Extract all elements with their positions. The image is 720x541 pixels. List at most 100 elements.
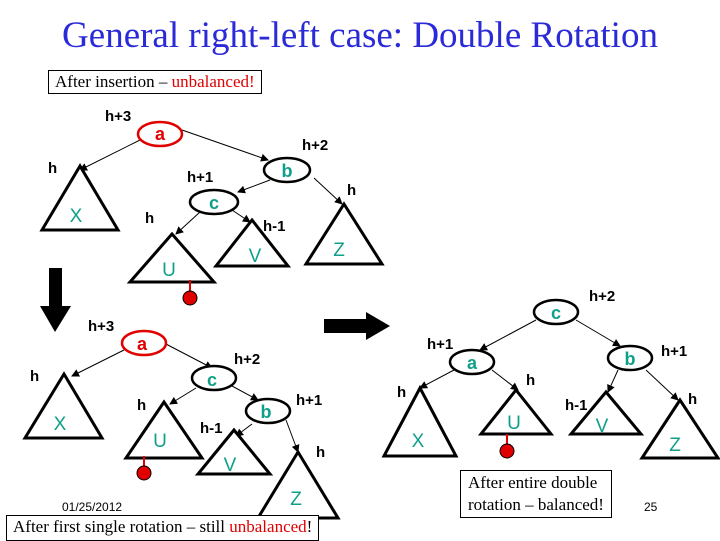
unbalanced-label: unbalanced: [229, 517, 307, 536]
height-label: h+3: [88, 318, 114, 335]
edge: [313, 177, 343, 205]
footer-date: 01/25/2012: [62, 500, 123, 514]
inserted-leaf: [499, 443, 515, 459]
height-label: h: [347, 182, 356, 199]
edge: [231, 385, 259, 401]
height-label: h+2: [302, 137, 328, 154]
subtree-label: X: [70, 206, 83, 227]
edge: [419, 369, 455, 389]
height-label: h: [145, 210, 154, 227]
slide-title: General right-left case: Double Rotation: [62, 15, 658, 56]
insertion-status-box: After insertion – unbalanced!: [48, 70, 262, 94]
height-label: h+1: [661, 343, 687, 360]
node-c: [532, 298, 580, 326]
subtree-label: U: [153, 431, 167, 452]
subtree-triangle: [123, 399, 205, 460]
subtree-label: V: [224, 455, 237, 476]
edge: [181, 129, 269, 162]
subtree-triangle: [126, 231, 218, 284]
edge: [575, 319, 621, 347]
height-label: h: [137, 397, 146, 414]
subtree-triangle: [212, 217, 292, 268]
height-label: h+1: [296, 392, 322, 409]
subtree-label: X: [54, 414, 67, 435]
subtree-triangle: [39, 163, 121, 232]
height-label: h: [688, 391, 697, 408]
subtree-triangle: [381, 384, 459, 458]
box-text: After insertion –: [55, 72, 172, 91]
subtree-label: Z: [290, 489, 302, 510]
height-label: h-1: [200, 420, 223, 437]
box-text: rotation – balanced!: [468, 495, 604, 514]
box-text: !: [306, 517, 313, 536]
height-label: h: [48, 160, 57, 177]
subtree-label: V: [596, 416, 609, 437]
height-label: h: [526, 372, 535, 389]
node-label: b: [625, 349, 636, 369]
height-label: h-1: [263, 218, 286, 235]
edge: [231, 209, 251, 223]
edge: [479, 319, 537, 351]
tree-after-first-rotation: a c b h+3 h+2 h+1 h h h-1 h X U V Z: [22, 318, 341, 520]
node-c: [188, 188, 240, 216]
height-label: h: [397, 384, 406, 401]
subtree-label: Z: [333, 240, 345, 261]
subtree-label: V: [249, 246, 262, 267]
edge: [607, 369, 619, 393]
height-label: h-1: [565, 397, 588, 414]
height-label: h+3: [105, 108, 131, 125]
node-a: [448, 348, 496, 376]
subtree-triangle: [567, 389, 645, 436]
node-label: c: [209, 193, 219, 213]
unbalanced-label: unbalanced!: [171, 72, 255, 91]
edge: [491, 369, 519, 391]
edge: [169, 387, 197, 405]
edge: [285, 419, 300, 453]
box-text: After first single rotation – still: [13, 517, 230, 536]
node-b: [244, 397, 292, 425]
node-a: [120, 329, 168, 357]
node-label: b: [261, 402, 272, 422]
node-label: c: [207, 370, 217, 390]
subtree-triangle: [194, 427, 274, 476]
node-c: [190, 364, 238, 392]
edge: [237, 179, 271, 194]
height-label: h+1: [187, 169, 213, 186]
node-b: [606, 344, 654, 372]
edge: [175, 211, 201, 235]
subtree-triangle: [477, 387, 555, 436]
subtree-label: X: [412, 431, 425, 452]
tree-before: a b c h+3 h+2 h+1 h h h-1 h X U V Z: [39, 108, 385, 306]
node-b: [262, 156, 312, 184]
box-text: After entire double: [468, 473, 598, 492]
subtree-label: U: [507, 413, 521, 434]
double-rotation-status-box: After entire double rotation – balanced!: [460, 470, 612, 518]
height-label: h: [316, 444, 325, 461]
footer-page-number: 25: [644, 500, 658, 514]
subtree-label: U: [162, 260, 176, 281]
subtree-triangle: [22, 371, 105, 440]
inserted-leaf: [136, 465, 152, 481]
subtree-triangle: [639, 397, 720, 460]
edge: [163, 342, 213, 369]
edge: [71, 349, 125, 377]
node-a: [136, 120, 184, 148]
node-label: c: [551, 303, 561, 323]
node-label: a: [467, 353, 478, 373]
subtree-triangle: [303, 201, 385, 266]
height-label: h: [30, 368, 39, 385]
height-label: h+2: [234, 351, 260, 368]
height-label: h+1: [427, 336, 453, 353]
first-rotation-status-box: After first single rotation – still unba…: [6, 515, 320, 541]
edge: [79, 139, 141, 171]
right-arrow: [324, 312, 390, 340]
node-label: a: [137, 334, 148, 354]
subtree-label: Z: [669, 435, 681, 456]
node-label: a: [155, 124, 166, 144]
inserted-leaf: [182, 290, 198, 306]
height-label: h+2: [589, 288, 615, 305]
tree-after-double-rotation: c a b h+2 h+1 h+1 h h h-1 h X U V Z: [381, 288, 720, 460]
down-arrow: [40, 268, 71, 332]
node-label: b: [282, 161, 293, 181]
